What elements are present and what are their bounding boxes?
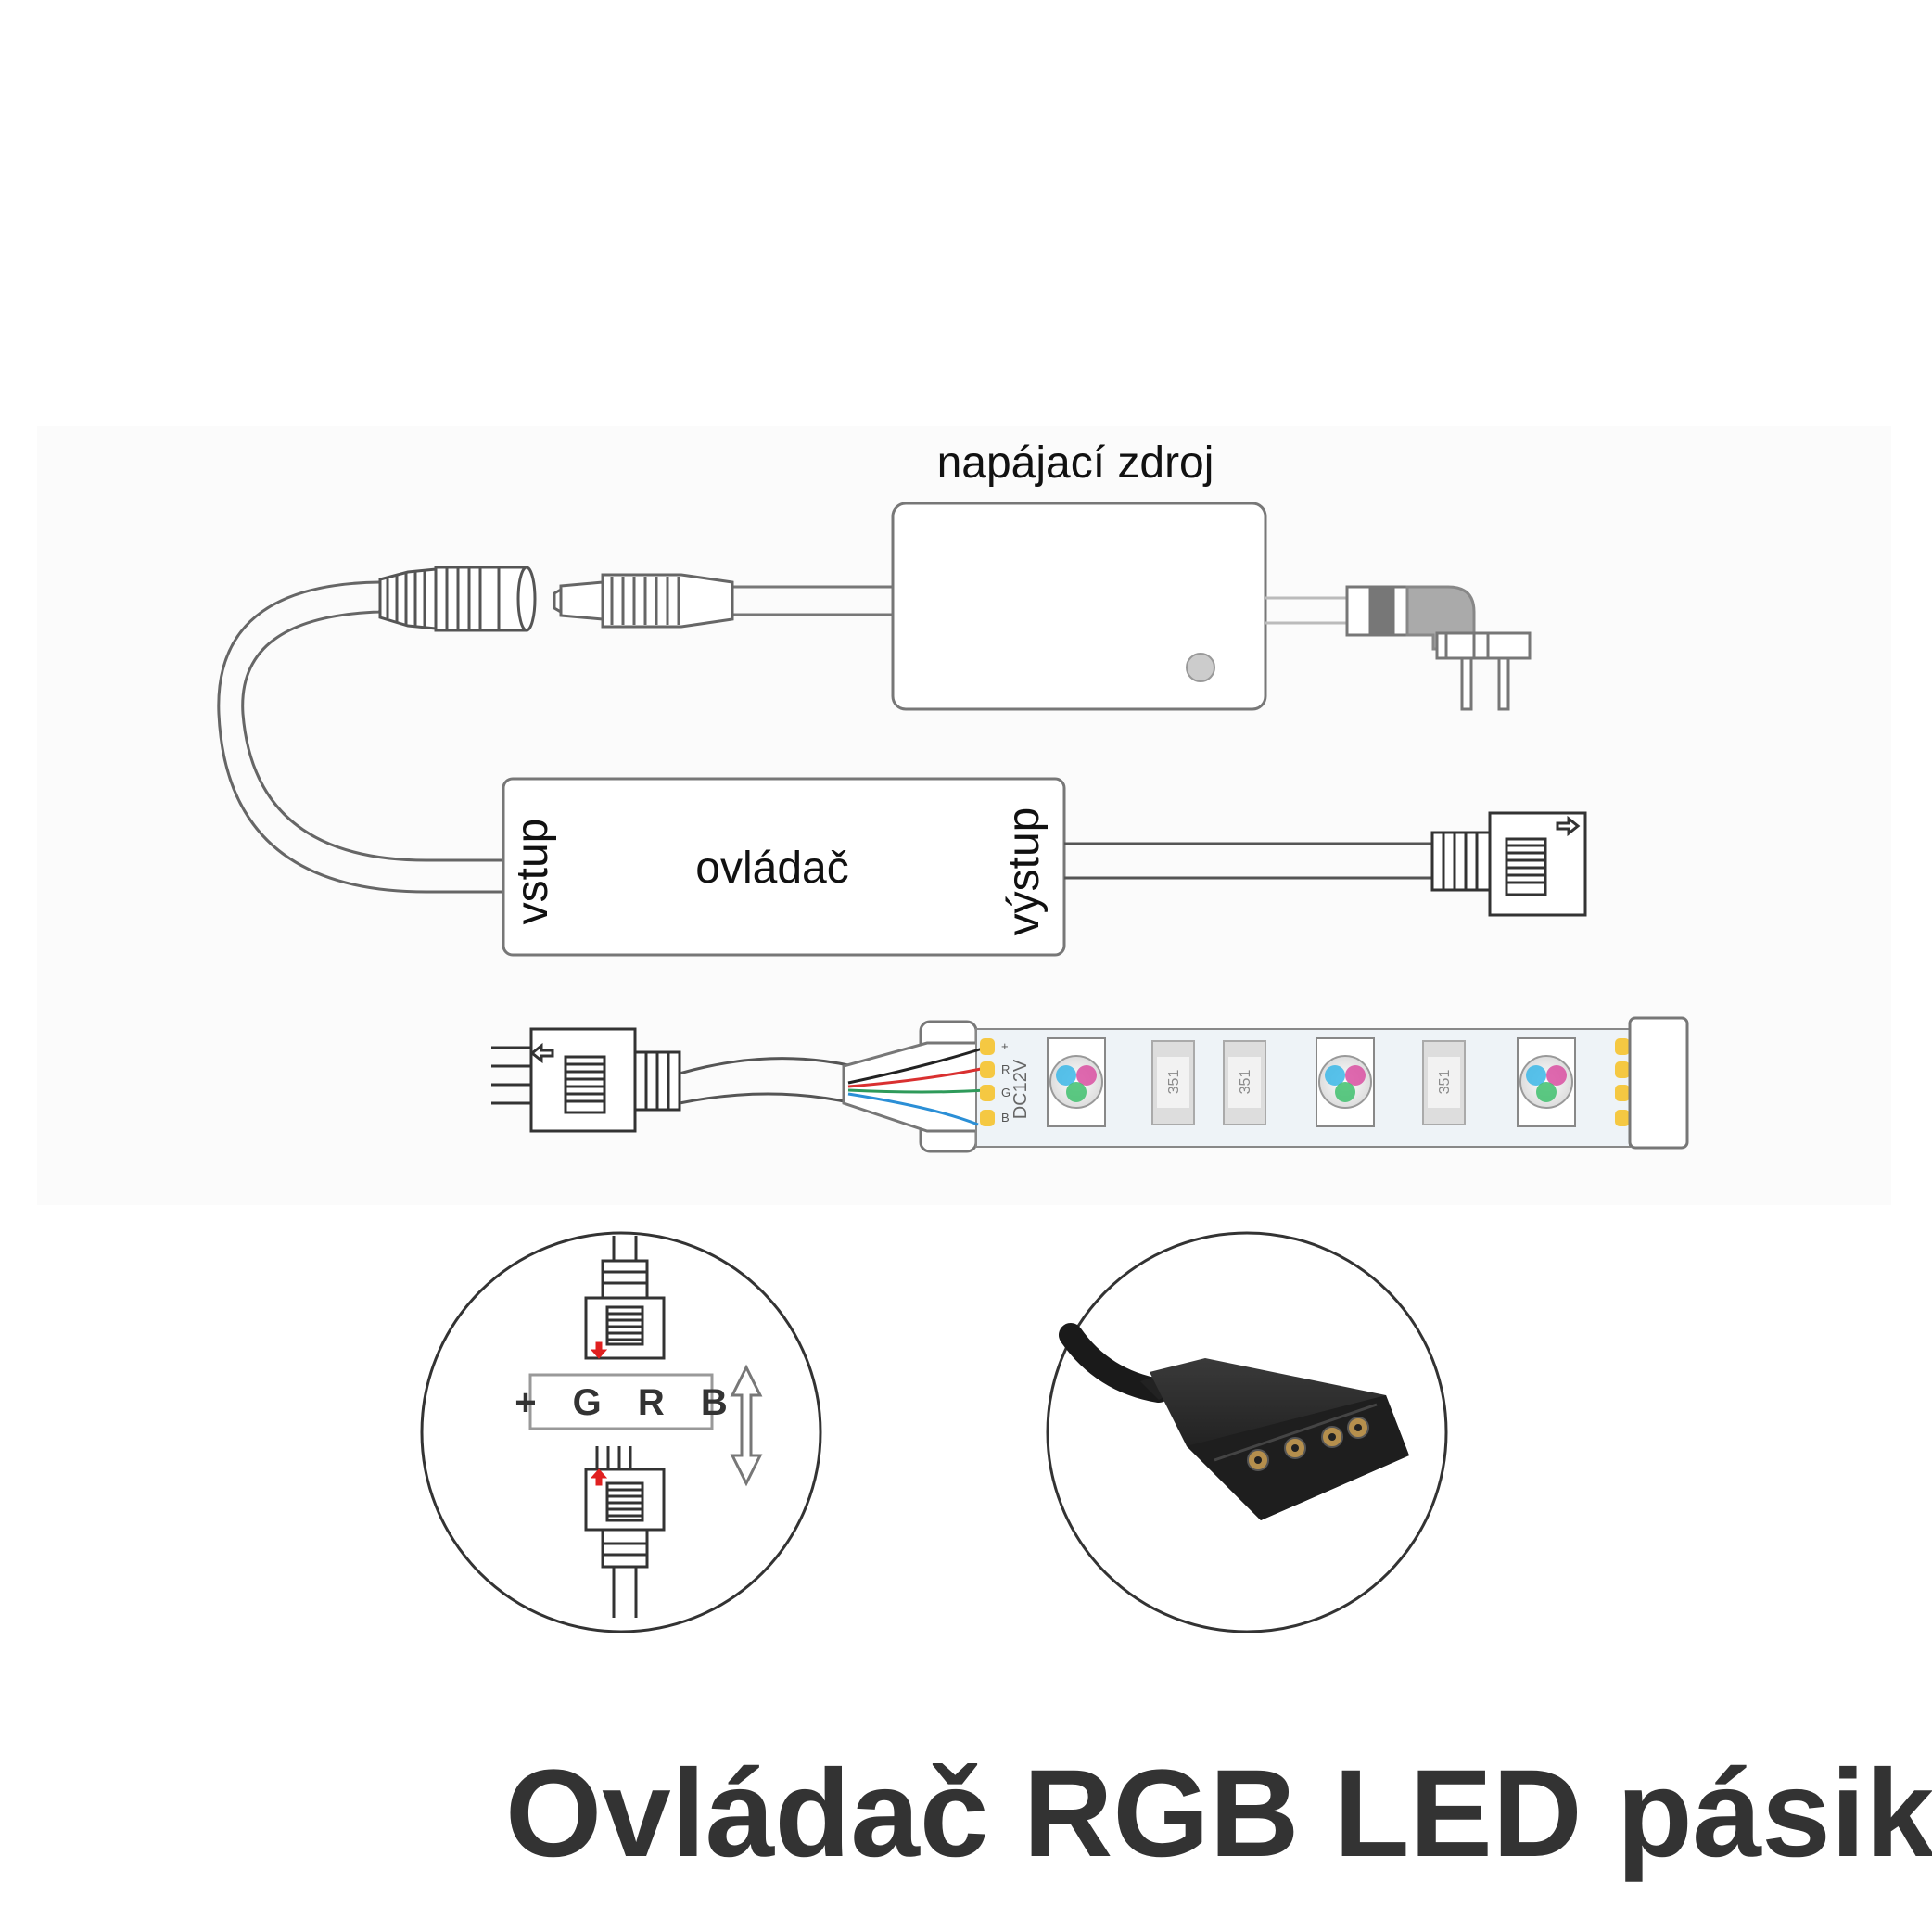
output-rgb-connector-icon: [1430, 811, 1587, 917]
pinout-label-box: [528, 1373, 714, 1430]
strip-voltage-label: DC12V: [1010, 1059, 1031, 1119]
resistor-chip: 351: [1151, 1040, 1195, 1125]
mains-cable: [1265, 596, 1349, 625]
power-supply-box: [891, 502, 1267, 711]
double-arrow-icon: [730, 1364, 763, 1487]
strip-end-cap: [1628, 1016, 1689, 1150]
strip-rgb-connector-icon: [491, 1027, 681, 1133]
dc-male-plug-icon: [553, 573, 734, 629]
svg-text:351: 351: [1166, 1070, 1182, 1095]
controller-label: ovládač: [695, 844, 848, 893]
detail-upper-connector-icon: [584, 1236, 666, 1360]
pin-label-g: G: [1001, 1086, 1010, 1099]
controller-input-cable: [217, 580, 503, 894]
input-label: vstup: [508, 819, 557, 925]
resistor-chip: 351: [1422, 1040, 1466, 1125]
rgb-led-icon: [1047, 1037, 1106, 1127]
strip-output-pads: [1615, 1038, 1630, 1126]
wire-red: [847, 1066, 986, 1088]
controller-box: [502, 777, 1066, 957]
pin-label-b: B: [1001, 1111, 1010, 1125]
svg-text:351: 351: [1437, 1070, 1453, 1095]
strip-wires: [847, 1046, 986, 1126]
wire-green: [847, 1088, 986, 1094]
pinout-label: + G R B: [515, 1382, 741, 1423]
detail-lower-connector-icon: [584, 1446, 666, 1618]
strip-input-pads: [980, 1038, 995, 1126]
rgb-led-icon: [1316, 1037, 1375, 1127]
pin-label-r: R: [1001, 1062, 1010, 1076]
rgb-led-icon: [1517, 1037, 1576, 1127]
controller-output-cable: [1064, 842, 1432, 880]
power-supply-led-icon: [1186, 653, 1215, 682]
resistor-chip: 351: [1223, 1040, 1266, 1125]
power-supply-label: napájací zdroj: [937, 439, 1214, 488]
wire-black: [847, 1046, 986, 1085]
svg-text:351: 351: [1238, 1070, 1253, 1095]
power-plug-icon: [1345, 585, 1532, 711]
connector-orientation-detail: [420, 1231, 822, 1633]
output-label: výstup: [999, 807, 1049, 936]
dc-female-plug-icon: [378, 566, 537, 632]
pin-label-plus: +: [1001, 1039, 1009, 1053]
black-rgb-connector-icon: [1059, 1323, 1409, 1520]
dc-output-cable: [732, 585, 893, 616]
wire-blue: [847, 1092, 979, 1126]
strip-cable: [679, 1057, 854, 1105]
page-title: Ovládač RGB LED pásika: [505, 1745, 1932, 1883]
